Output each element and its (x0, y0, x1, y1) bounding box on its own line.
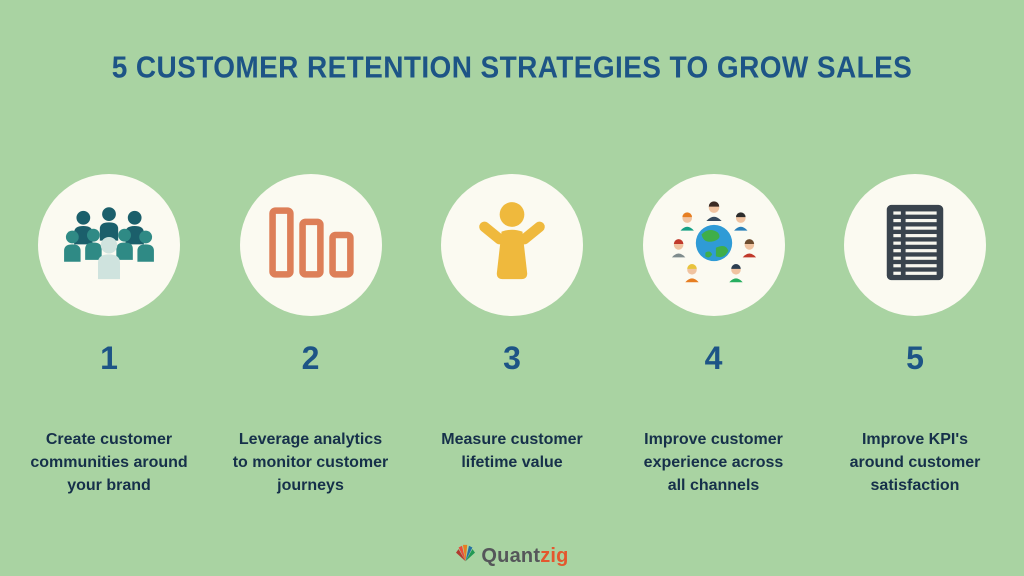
strategy-label: Leverage analytics to monitor customer j… (232, 431, 389, 494)
people-community-icon (63, 204, 155, 286)
icon-circle (239, 174, 382, 316)
globe-people-icon (666, 199, 762, 292)
brand-text: Quantzig (481, 545, 568, 568)
strategy-number: 5 (906, 340, 924, 376)
strategies-row: 1 Create customer communities around you… (0, 174, 1024, 497)
strategy-label: Create customer communities around your … (30, 431, 188, 494)
strategy-column-1: 1 Create customer communities around you… (14, 174, 204, 497)
person-icon (474, 201, 550, 290)
strategy-column-2: 2 Leverage analytics to monitor customer… (216, 174, 406, 497)
icon-circle (642, 174, 785, 316)
strategy-column-5: 5 Improve KPI's around customer satisfac… (820, 174, 1010, 497)
strategy-label: Improve customer experience across all c… (643, 431, 784, 494)
strategy-column-3: 3 Measure customer lifetime value (417, 174, 607, 497)
strategy-label: Improve KPI's around customer satisfacti… (849, 431, 981, 494)
strategy-column-4: 4 Improve customer experience across all… (619, 174, 809, 497)
strategy-number: 2 (301, 340, 320, 376)
icon-circle (441, 174, 583, 316)
icon-circle (844, 174, 986, 316)
icon-circle (38, 174, 180, 316)
strategy-number: 4 (704, 340, 723, 376)
bar-chart-icon (266, 205, 356, 285)
strategy-number: 1 (100, 340, 118, 376)
strategy-label: Measure customer lifetime value (441, 431, 583, 471)
strategy-number: 3 (503, 340, 521, 376)
checklist-icon (883, 202, 947, 288)
brand-logo: Quantzig (0, 544, 1024, 568)
brand-text-primary: Quant (481, 544, 541, 567)
page-title: 5 CUSTOMER RETENTION STRATEGIES TO GROW … (111, 50, 913, 85)
quantzig-fan-icon (455, 544, 476, 568)
brand-text-secondary: zig (540, 544, 569, 567)
